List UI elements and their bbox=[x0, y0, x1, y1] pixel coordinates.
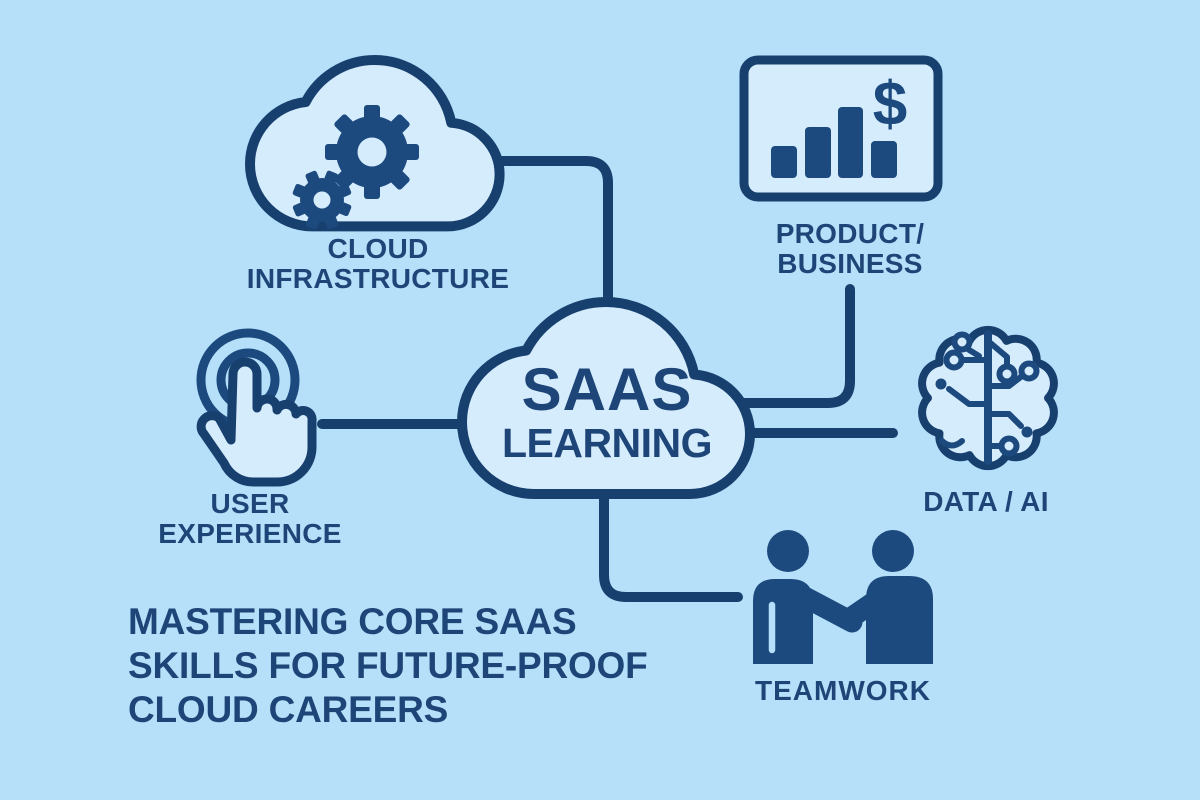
label-line: CLOUD bbox=[327, 233, 429, 264]
label-user-experience: USER EXPERIENCE bbox=[158, 489, 342, 549]
central-cloud-outline bbox=[462, 302, 750, 494]
tagline-line: SKILLS FOR FUTURE-PROOF bbox=[128, 645, 648, 686]
label-line: PRODUCT/ bbox=[775, 218, 925, 249]
label-line: DATA / AI bbox=[923, 486, 1049, 517]
connector-product-business bbox=[737, 284, 855, 408]
label-data-ai: DATA / AI bbox=[923, 487, 1049, 517]
connector-cloud-infrastructure bbox=[477, 156, 613, 323]
person-right-head bbox=[872, 530, 914, 572]
tagline-line: MASTERING CORE SAAS bbox=[128, 601, 577, 642]
brain-circuit-icon bbox=[918, 325, 1058, 471]
label-line: TEAMWORK bbox=[755, 675, 931, 706]
center-node-title: SAAS LEARNING bbox=[501, 356, 713, 467]
label-product-business: PRODUCT/ BUSINESS bbox=[776, 219, 925, 279]
connector-lines bbox=[317, 156, 898, 602]
label-line: INFRASTRUCTURE bbox=[246, 263, 510, 294]
person-right-arm bbox=[838, 582, 898, 630]
pointing-hand bbox=[196, 357, 317, 487]
cloud-gears-icon bbox=[250, 60, 500, 230]
label-teamwork: TEAMWORK bbox=[755, 676, 931, 706]
label-cloud-infrastructure: CLOUD INFRASTRUCTURE bbox=[247, 234, 509, 294]
tagline: MASTERING CORE SAAS SKILLS FOR FUTURE-PR… bbox=[128, 600, 648, 732]
tagline-line: CLOUD CAREERS bbox=[128, 689, 449, 730]
label-line: USER bbox=[210, 488, 290, 519]
bar-chart-dollar-icon: $ bbox=[739, 55, 943, 202]
gear-small-icon bbox=[291, 169, 353, 231]
brain-circuit-traces bbox=[939, 330, 1025, 465]
handshake-people-icon bbox=[753, 530, 933, 664]
label-line: BUSINESS bbox=[777, 248, 923, 279]
center-title-line2: LEARNING bbox=[501, 420, 713, 466]
gear-large-icon bbox=[325, 105, 419, 199]
brain-circuit-nodes bbox=[935, 331, 1040, 457]
dollar-icon: $ bbox=[873, 70, 907, 139]
center-title-line1: SAAS bbox=[521, 356, 693, 423]
person-left-head bbox=[767, 530, 809, 572]
connector-teamwork bbox=[599, 478, 743, 602]
touch-gesture-icon bbox=[196, 328, 317, 487]
bar-chart-bars bbox=[771, 107, 897, 178]
label-line: EXPERIENCE bbox=[158, 518, 342, 549]
